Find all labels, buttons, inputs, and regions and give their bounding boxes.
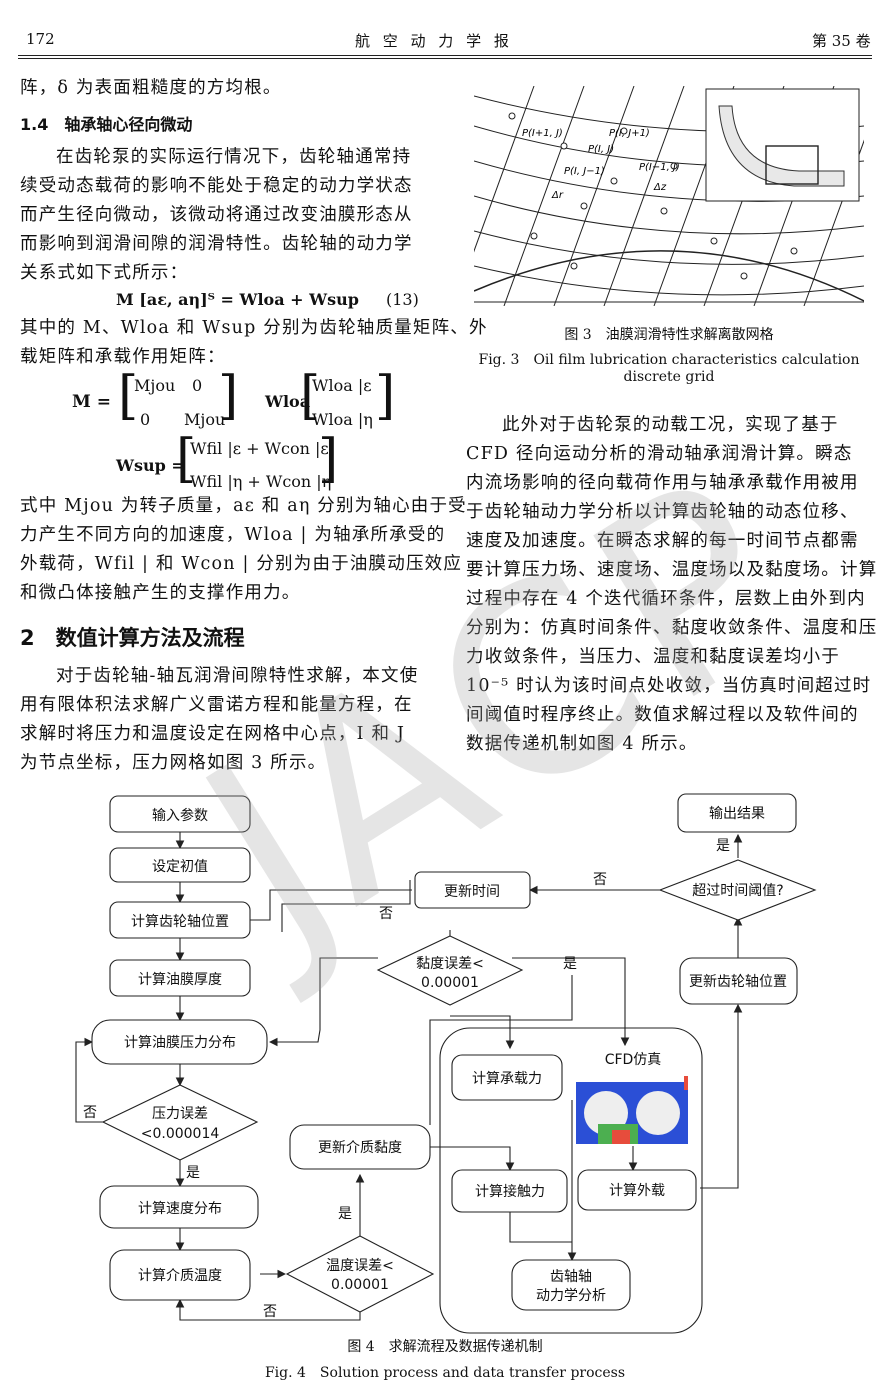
equation-13: M [aε, aη]ᵀ = Wloa + Wsup	[116, 290, 359, 309]
paragraph-4: 对于齿轮轴-轴瓦润滑间隙特性求解，本文使 用有限体积法求解广义雷诺方程和能量方程…	[20, 666, 419, 773]
box-set-initial	[109, 847, 251, 883]
box-film-thickness	[109, 959, 251, 997]
box-update-gear-position	[679, 957, 798, 1005]
svg-text:Δr: Δr	[551, 190, 564, 201]
box-external-load	[577, 1169, 697, 1211]
svg-text:<0.000014: <0.000014	[141, 1126, 220, 1142]
diamond-time-threshold	[658, 859, 817, 921]
box-contact-force	[451, 1169, 568, 1213]
svg-text:计算外载: 计算外载	[609, 1183, 665, 1199]
paragraph-2: 其中的 M、Wloa 和 Wsup 分别为齿轮轴质量矩阵、外 载矩阵和承载作用矩…	[20, 318, 488, 367]
svg-text:计算油膜压力分布: 计算油膜压力分布	[124, 1035, 236, 1051]
figure-3-caption-cn: 图 3 油膜润滑特性求解离散网格	[564, 327, 774, 343]
figure-4-flowchart: 输入参数 设定初值 计算齿轮轴位置 计算油膜厚度 计算油膜压力分布 压力误差 <…	[75, 793, 817, 1334]
svg-text:Δz: Δz	[653, 182, 667, 193]
svg-text:否: 否	[83, 1105, 97, 1121]
svg-text:更新时间: 更新时间	[444, 884, 500, 900]
journal-title: 航 空 动 力 学 报	[355, 32, 513, 50]
box-bearing-load	[451, 1054, 563, 1101]
svg-text:CFD仿真: CFD仿真	[605, 1052, 662, 1068]
box-pressure-distribution	[91, 1019, 268, 1065]
svg-text:0.00001: 0.00001	[331, 1277, 389, 1293]
box-velocity	[99, 1185, 259, 1229]
box-gear-position	[109, 901, 251, 939]
header-rule-thin	[18, 58, 872, 59]
svg-text:0.00001: 0.00001	[421, 975, 479, 991]
svg-text:计算齿轮轴位置: 计算齿轮轴位置	[131, 914, 229, 930]
box-temperature	[109, 1249, 251, 1301]
svg-text:设定初值: 设定初值	[152, 858, 208, 875]
svg-text:是: 是	[186, 1165, 200, 1181]
svg-text:更新齿轮轴位置: 更新齿轮轴位置	[689, 974, 787, 990]
svg-text:是: 是	[338, 1206, 352, 1222]
cfd-gear-image	[576, 1076, 688, 1144]
box-input-params	[109, 795, 251, 833]
svg-text:是: 是	[563, 956, 577, 972]
paragraph-5: 此外对于齿轮泵的动载工况，实现了基于 CFD 径向运动分析的滑动轴承润滑计算。瞬…	[466, 415, 878, 754]
figure-3-caption-en: Fig. 3 Oil film lubrication characterist…	[478, 352, 860, 385]
svg-text:黏度误差<: 黏度误差<	[416, 956, 484, 972]
svg-text:输入参数: 输入参数	[152, 807, 208, 824]
diamond-pressure-error	[101, 1084, 259, 1161]
svg-text:否: 否	[593, 872, 607, 888]
solver-group	[439, 1027, 703, 1334]
svg-text:压力误差: 压力误差	[152, 1106, 208, 1122]
figure-4-caption-cn: 图 4 求解流程及数据传递机制	[347, 1339, 543, 1355]
svg-text:计算介质温度: 计算介质温度	[138, 1268, 222, 1284]
box-output	[677, 793, 797, 833]
paragraph-3: 式中 Mjou 为转子质量，aε 和 aη 分别为轴心由于受 力产生不同方向的加…	[20, 496, 467, 603]
svg-text:计算承载力: 计算承载力	[472, 1071, 542, 1087]
header-rule	[18, 55, 872, 56]
volume-label: 第 35 卷	[812, 32, 871, 50]
svg-text:P(I−1, J): P(I−1, J)	[639, 162, 680, 173]
svg-text:P(I, J): P(I, J)	[588, 144, 614, 155]
figure-3-grid: P(I+1, J) P(I, J+1) P(I, J) P(I, J−1) P(…	[474, 86, 864, 306]
svg-text:是: 是	[716, 838, 730, 854]
svg-text:计算接触力: 计算接触力	[475, 1183, 545, 1200]
svg-text:计算油膜厚度: 计算油膜厚度	[138, 972, 222, 988]
svg-text:输出结果: 输出结果	[709, 806, 765, 822]
svg-text:超过时间阈值?: 超过时间阈值?	[692, 883, 783, 899]
diamond-viscosity-error	[376, 935, 524, 1006]
svg-text:齿轴轴: 齿轴轴	[550, 1269, 592, 1285]
section-heading-1-4: 1.4 轴承轴心径向微动	[20, 115, 193, 134]
svg-text:否: 否	[263, 1304, 277, 1320]
svg-text:更新介质黏度: 更新介质黏度	[318, 1140, 402, 1156]
diamond-temperature-error	[285, 1235, 435, 1313]
box-dynamics-analysis	[511, 1259, 631, 1311]
svg-text:计算速度分布: 计算速度分布	[138, 1201, 222, 1217]
equation-number: (13)	[386, 290, 419, 309]
svg-text:P(I, J−1): P(I, J−1)	[564, 166, 605, 177]
paragraph-tail: 阵，δ 为表面粗糙度的方均根。	[20, 78, 282, 98]
box-update-viscosity	[289, 1124, 431, 1170]
svg-text:P(I+1, J): P(I+1, J)	[522, 128, 563, 139]
section-heading-2: 2 数值计算方法及流程	[20, 626, 245, 650]
svg-text:P(I, J+1): P(I, J+1)	[609, 128, 650, 139]
svg-text:否: 否	[379, 906, 393, 922]
svg-text:温度误差<: 温度误差<	[326, 1258, 394, 1274]
box-update-time	[414, 871, 531, 909]
page-number: 172	[26, 30, 55, 48]
paragraph-1: 在齿轮泵的实际运行情况下，齿轮轴通常持 续受动态载荷的影响不能处于稳定的动力学状…	[20, 147, 413, 283]
figure-4-caption-en: Fig. 4 Solution process and data transfe…	[264, 1365, 626, 1381]
svg-text:动力学分析: 动力学分析	[536, 1288, 606, 1304]
